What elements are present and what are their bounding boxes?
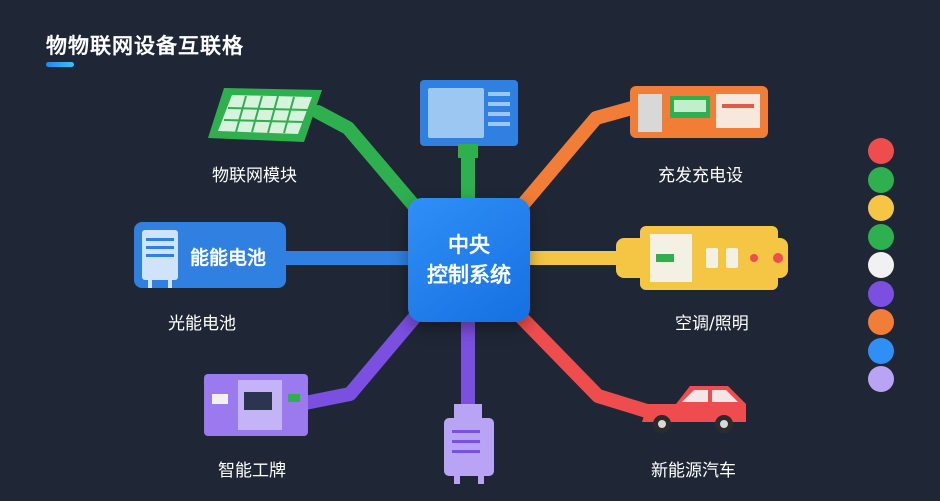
connector-ev — [515, 311, 657, 419]
label-ev: 新能源汽车 — [651, 461, 736, 481]
connector-badge — [293, 311, 421, 411]
solar-panel-text: 能能电池 — [190, 247, 267, 269]
title-accent-bar — [46, 62, 74, 67]
legend-dot — [868, 309, 894, 335]
ac-light-icon — [616, 226, 788, 290]
iot-panel-icon — [208, 88, 322, 142]
charger-icon — [630, 86, 768, 138]
legend-dot — [868, 166, 894, 193]
label-charger: 充发充电设 — [658, 166, 743, 186]
central-control-node: 中央 控制系统 — [408, 198, 530, 322]
hub-line-1: 中央 — [448, 233, 490, 257]
hub-line-2: 控制系统 — [427, 263, 511, 287]
legend-dot — [868, 366, 894, 392]
legend-dot — [868, 138, 894, 164]
label-badge: 智能工牌 — [218, 461, 286, 481]
solar-battery-icon — [134, 222, 286, 288]
label-ac-light: 空调/照明 — [675, 314, 749, 334]
top-device-icon — [420, 80, 518, 158]
connector-iot — [311, 105, 423, 215]
legend-dot — [868, 252, 894, 278]
legend-dot — [868, 337, 894, 364]
label-solar: 光能电池 — [168, 314, 236, 334]
legend-dot — [868, 223, 894, 250]
legend-dot — [868, 280, 894, 307]
bottom-device-icon — [444, 404, 494, 484]
label-iot-module: 物联网模块 — [212, 166, 297, 186]
page-title: 物物联网设备互联格 — [46, 34, 244, 58]
connector-charger — [513, 101, 639, 215]
legend-dot — [868, 195, 894, 221]
ev-car-icon — [642, 386, 746, 433]
badge-icon — [204, 374, 308, 436]
